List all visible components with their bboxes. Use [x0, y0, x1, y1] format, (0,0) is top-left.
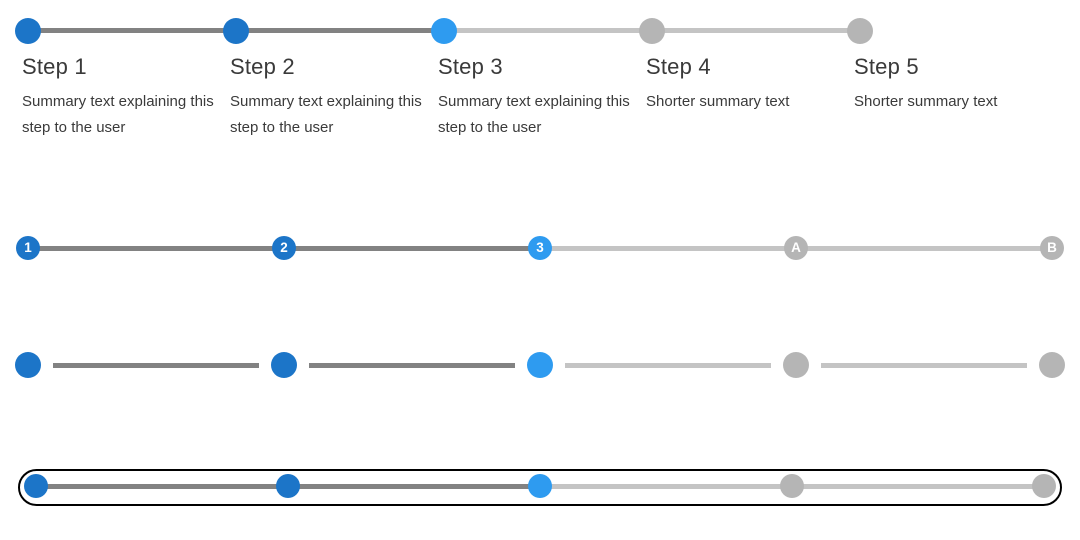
step-2-summary: Summary text explaining this step to the…	[230, 93, 422, 136]
track-segment-1	[28, 28, 236, 33]
track-segment-2	[309, 363, 515, 368]
step-3-dot[interactable]	[528, 474, 552, 498]
track-segment-1	[28, 246, 284, 251]
dot-stepper	[0, 352, 1080, 382]
step-2-dot[interactable]	[276, 474, 300, 498]
step-4-dot[interactable]	[783, 352, 809, 378]
numbered-stepper: 1 2 3 A B	[0, 236, 1080, 266]
step-3-summary: Summary text explaining this step to the…	[438, 93, 630, 136]
track-segment-1	[53, 363, 259, 368]
step-5-dot[interactable]	[1039, 352, 1065, 378]
track-segment-3	[540, 484, 792, 489]
step-1-dot[interactable]	[15, 352, 41, 378]
step-circle-3[interactable]: 3	[528, 236, 552, 260]
step-3-label: Step 3 Summary text explaining this step…	[438, 54, 634, 141]
step-4-label: Step 4 Shorter summary text	[646, 54, 842, 115]
track-segment-1	[36, 484, 288, 489]
step-5-dot[interactable]	[847, 18, 873, 44]
step-2-label: Step 2 Summary text explaining this step…	[230, 54, 426, 141]
step-4-dot[interactable]	[639, 18, 665, 44]
step-1-dot[interactable]	[15, 18, 41, 44]
track-segment-3	[540, 246, 796, 251]
step-3-title: Step 3	[438, 54, 503, 79]
step-2-dot[interactable]	[223, 18, 249, 44]
step-3-dot[interactable]	[527, 352, 553, 378]
step-3-dot[interactable]	[431, 18, 457, 44]
step-circle-a[interactable]: A	[784, 236, 808, 260]
step-1-summary: Summary text explaining this step to the…	[22, 93, 214, 136]
step-5-title: Step 5	[854, 54, 919, 79]
track-segment-4	[796, 246, 1052, 251]
step-5-dot[interactable]	[1032, 474, 1056, 498]
track-segment-4	[792, 484, 1044, 489]
step-4-dot[interactable]	[780, 474, 804, 498]
track-segment-3	[565, 363, 771, 368]
step-1-dot[interactable]	[24, 474, 48, 498]
track-segment-4	[652, 28, 860, 33]
labeled-stepper: Step 1 Summary text explaining this step…	[0, 0, 1080, 160]
pill-stepper	[0, 469, 1080, 509]
pill-outline	[18, 469, 1062, 506]
step-circle-2[interactable]: 2	[272, 236, 296, 260]
step-1-title: Step 1	[22, 54, 87, 79]
track-segment-2	[284, 246, 540, 251]
step-circle-b[interactable]: B	[1040, 236, 1064, 260]
step-4-summary: Shorter summary text	[646, 93, 790, 110]
track-segment-2	[236, 28, 444, 33]
step-1-label: Step 1 Summary text explaining this step…	[22, 54, 218, 141]
step-circle-1[interactable]: 1	[16, 236, 40, 260]
step-2-title: Step 2	[230, 54, 295, 79]
track-segment-3	[444, 28, 652, 33]
step-4-title: Step 4	[646, 54, 711, 79]
step-5-summary: Shorter summary text	[854, 93, 998, 110]
track-segment-2	[288, 484, 540, 489]
track-segment-4	[821, 363, 1027, 368]
step-5-label: Step 5 Shorter summary text	[854, 54, 1050, 115]
step-2-dot[interactable]	[271, 352, 297, 378]
